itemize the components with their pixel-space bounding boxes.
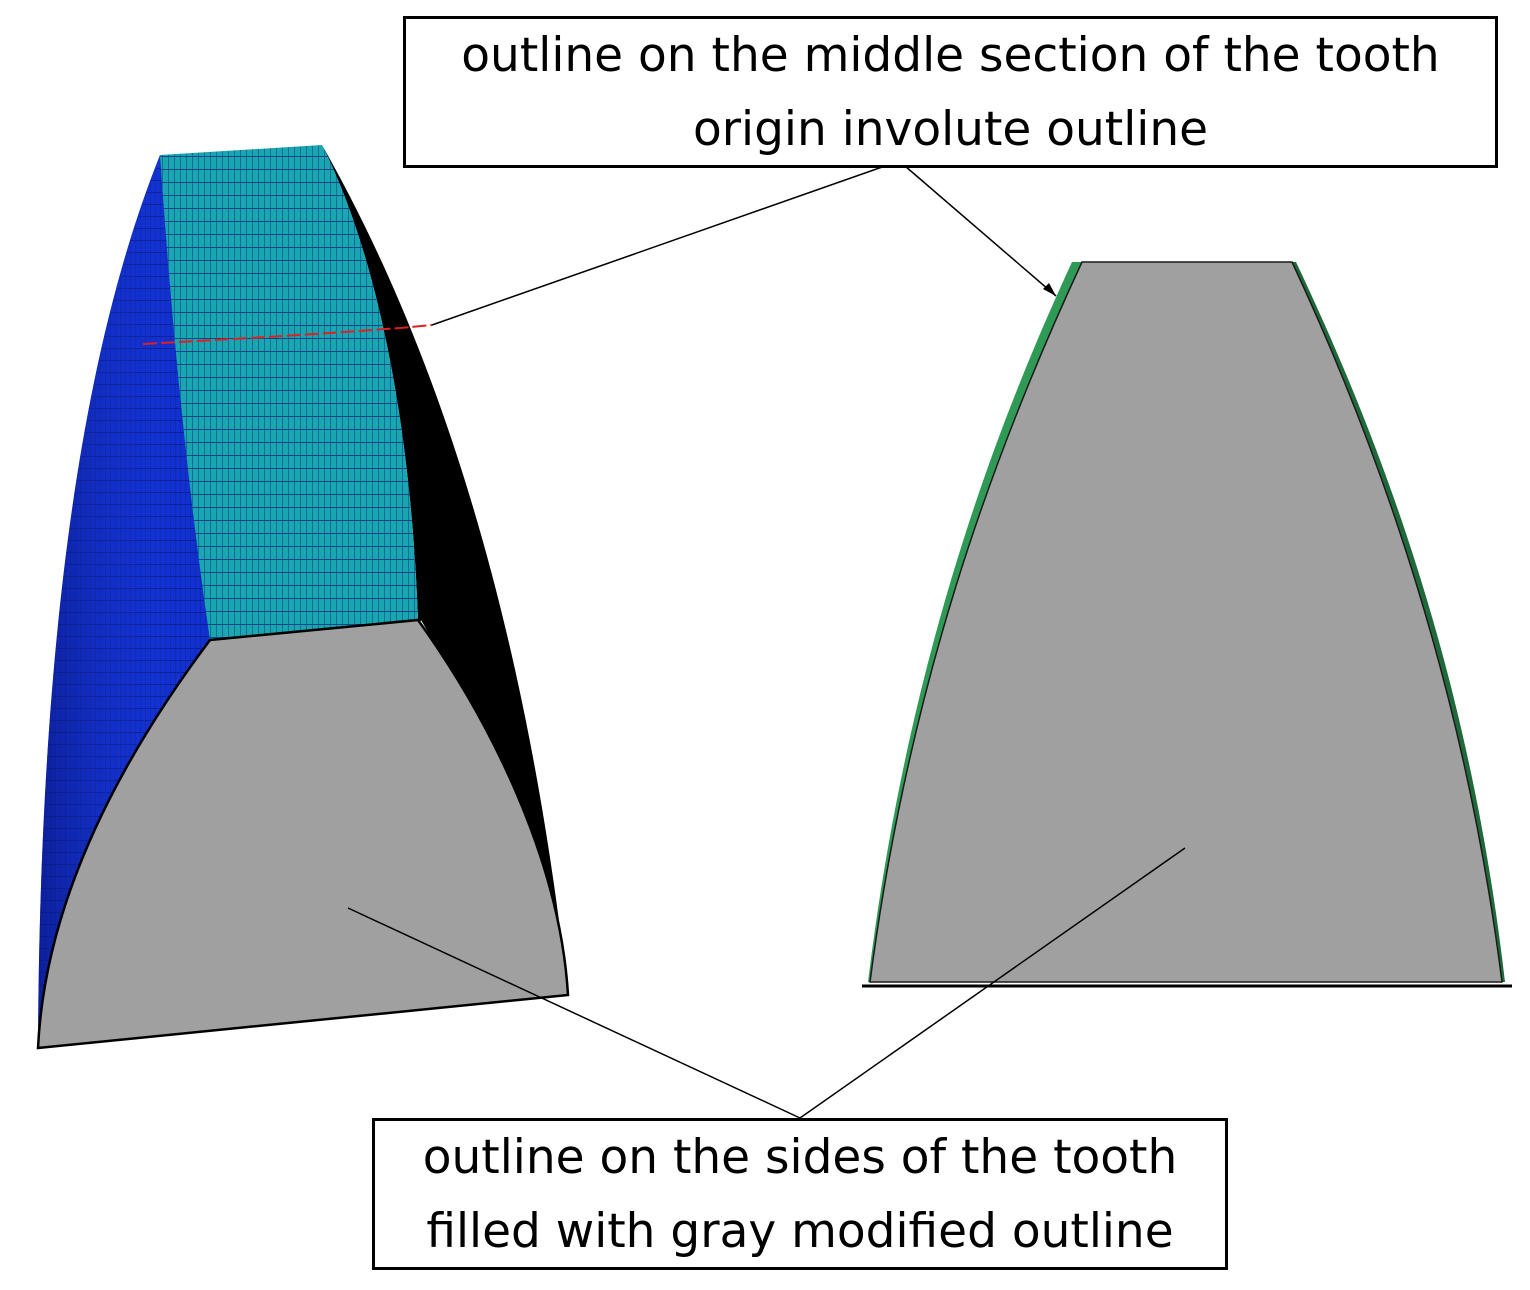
callout-sides-line1: outline on the sides of the tooth <box>422 1130 1178 1185</box>
tooth-front-gray-section <box>36 618 570 1050</box>
leader-bottom-to-right <box>799 847 1186 1119</box>
tooth-3d-mesh-view <box>36 145 570 1050</box>
callout-middle-section-line1: outline on the middle section of the too… <box>461 28 1440 83</box>
callout-sides: outline on the sides of the tooth filled… <box>372 1118 1228 1270</box>
leader-lines <box>347 165 1186 1119</box>
middle-section-outline <box>142 324 433 345</box>
leader-top-to-left <box>431 165 886 326</box>
tooth-gray-section <box>869 261 1503 983</box>
leader-top-to-right <box>904 165 1057 297</box>
tooth-top-land-mesh <box>160 145 418 640</box>
arrow-head-icon <box>1043 283 1056 296</box>
leader-bottom-to-left <box>347 907 801 1119</box>
tooth-front-view <box>862 261 1512 988</box>
callout-sides-line2: filled with gray modified outline <box>426 1204 1174 1259</box>
callout-middle-section: outline on the middle section of the too… <box>403 16 1498 168</box>
tooth-left-flank-shade <box>38 155 210 1048</box>
callout-middle-section-line2: origin involute outline <box>692 102 1209 157</box>
